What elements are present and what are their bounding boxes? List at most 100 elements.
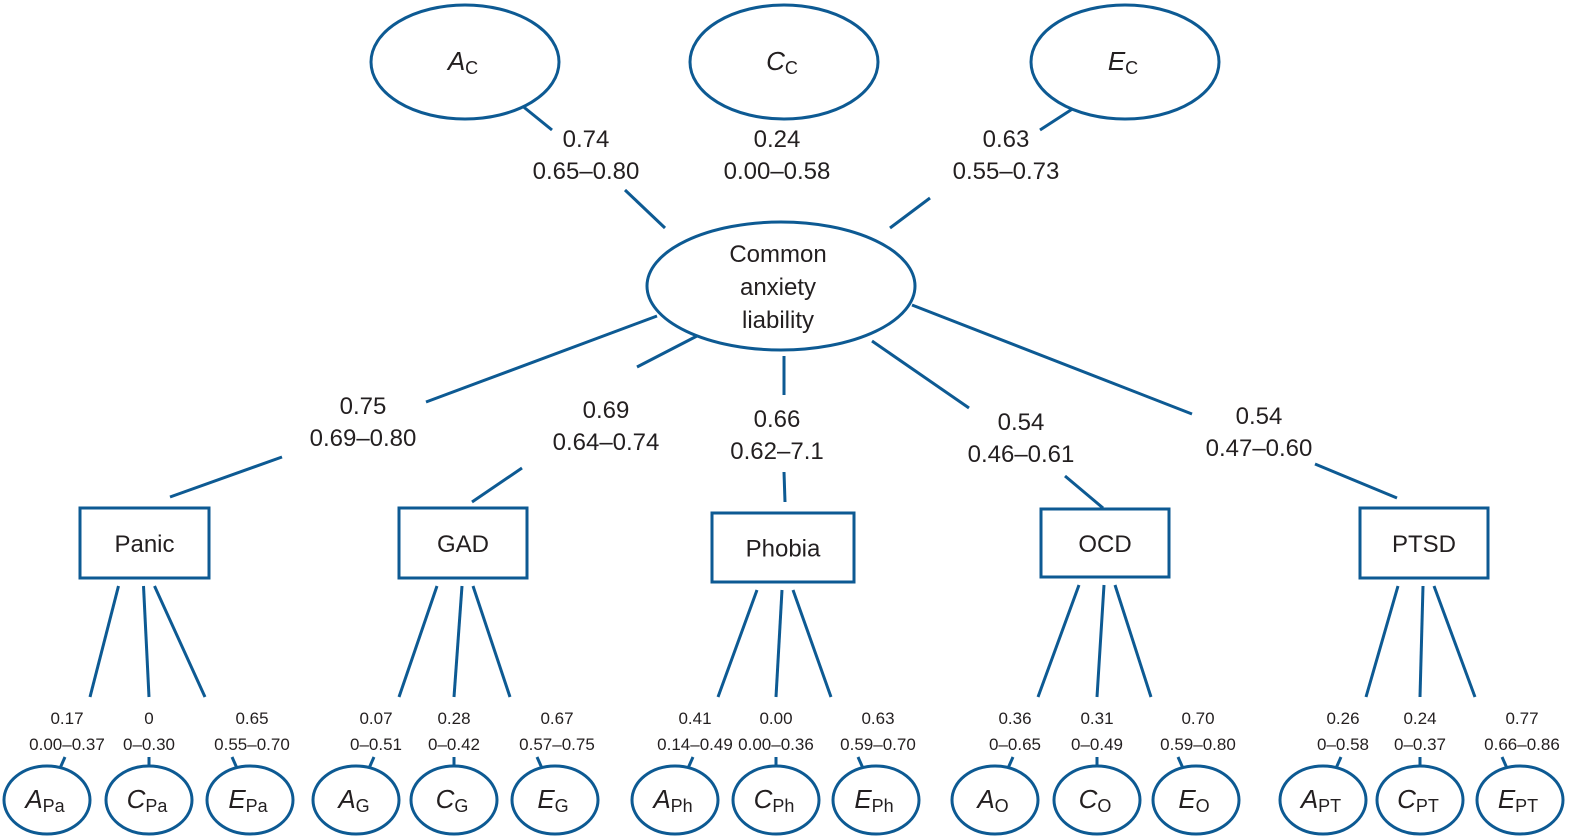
- specific-ci-phobia-a: 0.14–0.49: [657, 735, 733, 754]
- edge-ptsd-c-upper: [1418, 585, 1425, 698]
- disorder-panic-label: Panic: [114, 531, 174, 558]
- specific-factor-gad-c-node: [409, 764, 499, 836]
- factor-subscript: C: [1125, 58, 1138, 78]
- specific-ci-ocd-a: 0–0.65: [989, 735, 1041, 754]
- disorder-gad-box: [397, 506, 529, 580]
- factor-subscript: G: [555, 796, 569, 816]
- specific-factor-ptsd-e-label: EPT: [1498, 784, 1538, 816]
- path-estimate-AC: 0.74: [563, 126, 610, 153]
- specific-factor-phobia-c-label: CPh: [754, 784, 795, 816]
- specific-factor-gad-c-label: CG: [436, 784, 469, 816]
- edge-latent-ptsd-lower: [1314, 462, 1398, 500]
- specific-factor-ptsd-e-node: [1475, 764, 1565, 836]
- common-factor-AC-node: [369, 3, 561, 121]
- edge-ac-latent-lower: [623, 188, 667, 230]
- specific-factor-ocd-c-node: [1052, 764, 1142, 836]
- common-factor-CC-node: [688, 3, 880, 121]
- path-ci-EC: 0.55–0.73: [953, 158, 1060, 185]
- factor-symbol: E: [537, 784, 555, 814]
- edge-ocd-a-upper: [1036, 584, 1081, 698]
- specific-factor-phobia-e-label: EPh: [854, 784, 893, 816]
- specific-factor-panic-c-node: [104, 764, 194, 836]
- specific-factor-phobia-e-node: [831, 764, 921, 836]
- disorder-phobia-label: Phobia: [746, 536, 821, 563]
- disorder-gad-label: GAD: [437, 531, 489, 558]
- specific-factor-ptsd-a-node: [1278, 764, 1368, 836]
- factor-subscript: Pa: [145, 796, 168, 816]
- factor-symbol: E: [1178, 784, 1196, 814]
- specific-estimate-panic-c: 0: [144, 709, 153, 728]
- specific-estimate-ptsd-e: 0.77: [1505, 709, 1538, 728]
- factor-symbol: C: [1397, 784, 1416, 814]
- edge-latent-gad-lower: [471, 466, 523, 504]
- edge-phobia-e-upper: [791, 589, 833, 698]
- specific-ci-phobia-c: 0.00–0.36: [738, 735, 814, 754]
- loading-ci-ocd: 0.46–0.61: [968, 441, 1075, 468]
- specific-factor-panic-e-node: [205, 764, 295, 836]
- specific-ci-panic-a: 0.00–0.37: [29, 735, 105, 754]
- factor-symbol: E: [854, 784, 872, 814]
- specific-estimate-panic-e: 0.65: [235, 709, 268, 728]
- common-factor-EC-node: [1029, 3, 1221, 121]
- specific-estimate-phobia-a: 0.41: [678, 709, 711, 728]
- specific-factor-ptsd-a-label: APT: [1299, 784, 1341, 816]
- edge-panic-e-upper: [153, 585, 207, 698]
- specific-estimate-phobia-e: 0.63: [861, 709, 894, 728]
- loading-estimate-ocd: 0.54: [998, 409, 1045, 436]
- edge-latent-phobia-lower: [782, 471, 787, 503]
- specific-estimate-ocd-a: 0.36: [998, 709, 1031, 728]
- factor-subscript: C: [465, 58, 478, 78]
- specific-factor-gad-e-label: EG: [537, 784, 568, 816]
- edge-phobia-a-upper: [716, 589, 759, 698]
- specific-ci-ptsd-e: 0.66–0.86: [1484, 735, 1560, 754]
- factor-subscript: O: [1097, 796, 1111, 816]
- latent-label-line: anxiety: [740, 274, 816, 301]
- specific-estimate-gad-e: 0.67: [540, 709, 573, 728]
- loading-estimate-gad: 0.69: [583, 397, 630, 424]
- specific-factor-ocd-a-label: AO: [975, 784, 1008, 816]
- path-estimate-EC: 0.63: [983, 126, 1030, 153]
- edge-ocd-e-upper: [1113, 584, 1153, 698]
- factor-subscript: C: [785, 58, 798, 78]
- specific-estimate-phobia-c: 0.00: [759, 709, 792, 728]
- specific-estimate-ocd-c: 0.31: [1080, 709, 1113, 728]
- edge-panic-a-upper: [88, 585, 120, 698]
- edge-latent-panic-lower: [169, 455, 283, 499]
- edge-phobia-c-upper: [774, 589, 784, 698]
- factor-subscript: G: [454, 796, 468, 816]
- factor-subscript: G: [356, 796, 370, 816]
- specific-factor-ocd-e-node: [1151, 764, 1241, 836]
- factor-symbol: A: [336, 784, 355, 814]
- edge-latent-ocd-lower: [1064, 474, 1104, 510]
- specific-factor-ocd-c-label: CO: [1079, 784, 1112, 816]
- specific-factor-panic-c-label: CPa: [127, 784, 169, 816]
- nodes-layer: [2, 3, 1565, 836]
- path-estimate-CC: 0.24: [754, 126, 801, 153]
- factor-symbol: E: [228, 784, 246, 814]
- specific-factor-ptsd-c-node: [1375, 764, 1465, 836]
- edge-ptsd-e-upper: [1432, 585, 1477, 698]
- disorder-phobia-box: [710, 511, 856, 584]
- factor-symbol: A: [1299, 784, 1318, 814]
- edge-ptsd-a-upper: [1364, 585, 1400, 698]
- edge-latent-ptsd-upper: [911, 303, 1193, 416]
- specific-factor-ptsd-c-label: CPT: [1397, 784, 1439, 816]
- edge-ocd-c-upper: [1095, 584, 1106, 698]
- factor-symbol: E: [1498, 784, 1516, 814]
- common-factor-AC-label: AC: [446, 46, 478, 78]
- specific-factor-panic-e-label: EPa: [228, 784, 268, 816]
- edge-panic-c-upper: [142, 585, 151, 698]
- specific-estimate-ptsd-a: 0.26: [1326, 709, 1359, 728]
- factor-symbol: C: [754, 784, 773, 814]
- path-ci-AC: 0.65–0.80: [533, 158, 640, 185]
- specific-ci-ocd-c: 0–0.49: [1071, 735, 1123, 754]
- disorder-ocd-box: [1039, 507, 1171, 579]
- edge-latent-gad-upper: [636, 334, 698, 369]
- specific-factor-gad-e-node: [510, 764, 600, 836]
- specific-factor-gad-a-node: [311, 764, 401, 836]
- factor-subscript: Ph: [772, 796, 794, 816]
- specific-factor-phobia-a-node: [630, 764, 720, 836]
- loading-ci-ptsd: 0.47–0.60: [1206, 435, 1313, 462]
